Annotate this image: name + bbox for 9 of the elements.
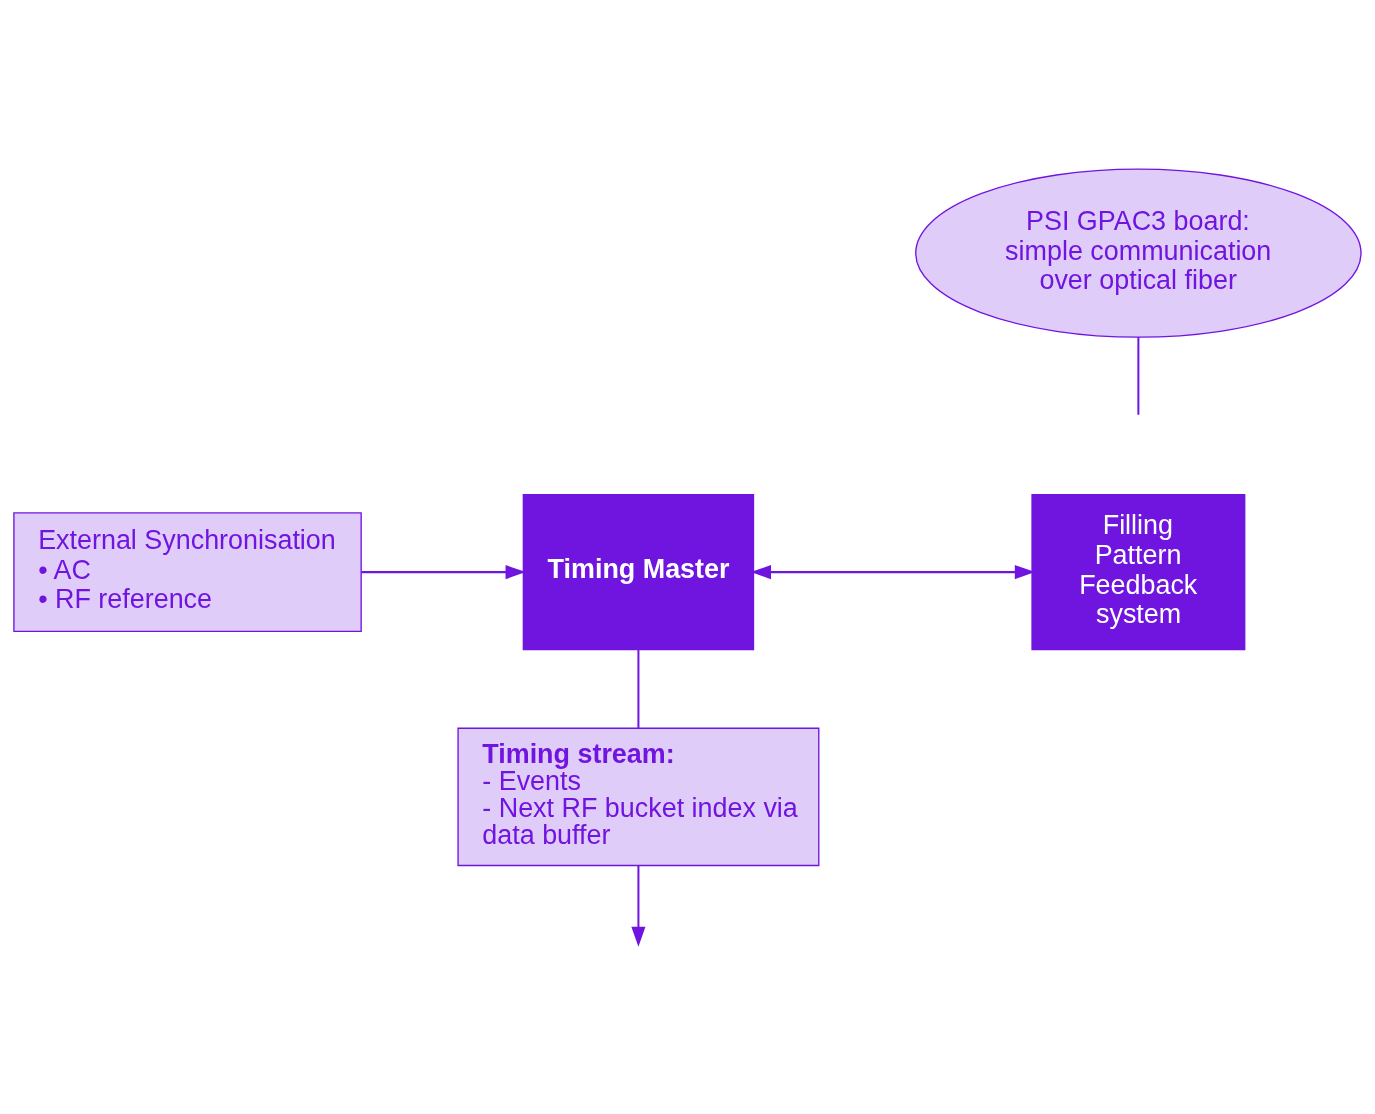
node-box: External Synchronisation • AC • RF reference [13,511,362,632]
connector [1137,336,1140,415]
arrow [631,865,646,947]
node-box: Timing stream: - Events - Next RF bucket index via data buffer [457,727,820,866]
connector [637,649,640,728]
node-box: Filling Pattern Feedback system [1031,493,1246,650]
node-ellipse: PSI GPAC3 board: simple communication over optical fiber [915,167,1362,338]
arrow [361,564,526,579]
node-box: Timing Master [522,493,755,650]
